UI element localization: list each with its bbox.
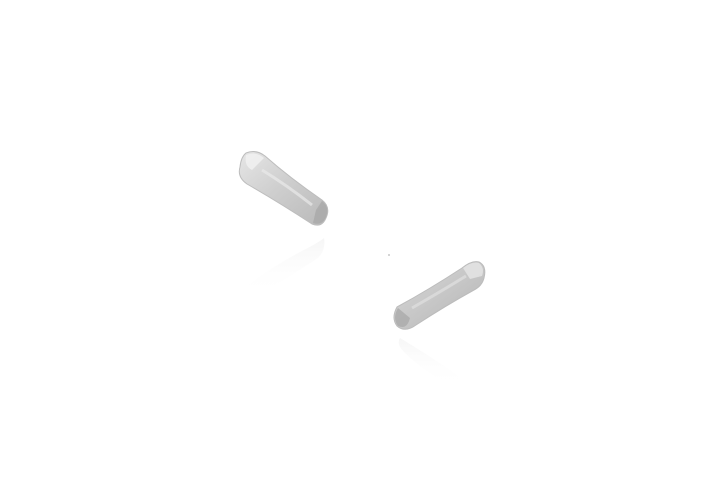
dust-speck <box>388 254 390 256</box>
right-earring-reflection <box>398 338 470 388</box>
left-earring-reflection <box>244 238 325 296</box>
right-earring <box>393 261 486 330</box>
left-earring <box>238 151 329 226</box>
